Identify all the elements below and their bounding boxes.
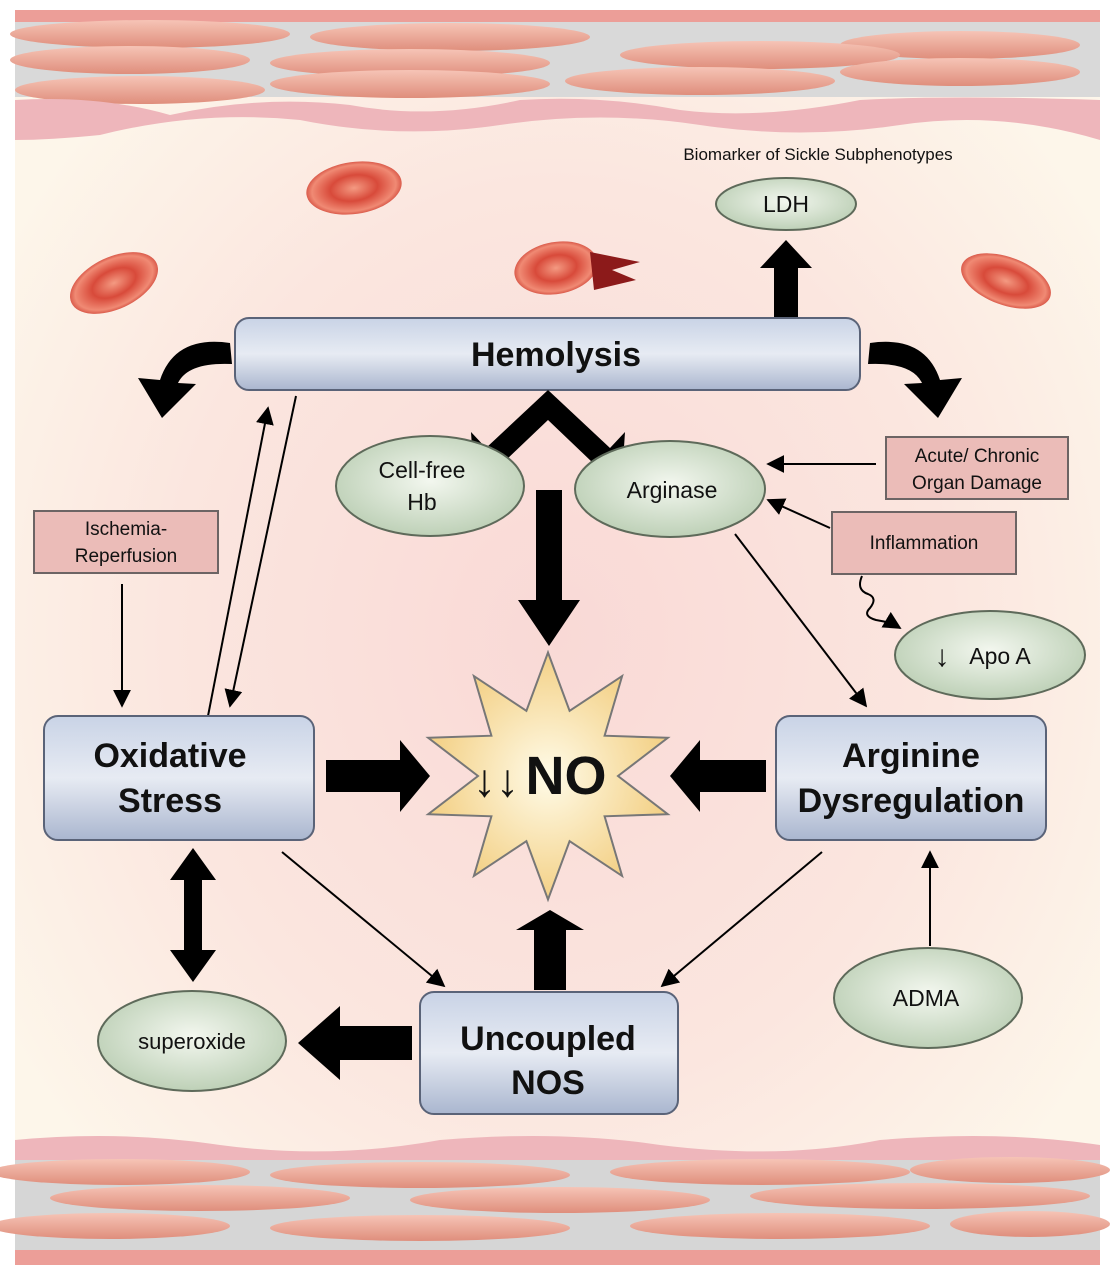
ldh-oval: LDH (715, 177, 857, 231)
arginase-label: Arginase (627, 477, 718, 503)
red-blood-cells (70, 161, 1051, 314)
arrow-hemolysis-split (471, 390, 625, 478)
hemolysis-box: Hemolysis (234, 317, 861, 391)
ldh-label: LDH (763, 191, 809, 217)
apo-a-oval: ↓ Apo A (894, 610, 1086, 700)
oxidative-label-2: Stress (118, 782, 222, 820)
arrow-arginase-to-arginine (734, 533, 868, 708)
inflammation-box: Inflammation (831, 511, 1017, 575)
arrow-nos-to-no (516, 910, 584, 990)
superoxide-oval: superoxide (97, 990, 287, 1092)
organ-damage-label-1: Acute/ Chronic (915, 446, 1040, 467)
arginase-oval: Arginase (574, 440, 766, 538)
cell-free-hb-oval: Cell-free Hb (335, 435, 525, 537)
no-down-arrows: ↓↓ (473, 754, 519, 806)
organ-damage-box: Acute/ Chronic Organ Damage (885, 436, 1069, 500)
curved-arrow-left (138, 341, 232, 418)
double-arrow-oxidative-superoxide (170, 848, 216, 982)
apo-a-label: Apo A (969, 643, 1031, 669)
uncoupled-nos-label-1: Uncoupled (460, 1020, 636, 1058)
arginine-label-1: Arginine (842, 737, 980, 775)
oxidative-stress-box: Oxidative Stress (43, 715, 315, 841)
arrow-arginine-to-nos (660, 851, 823, 988)
biomarker-note: Biomarker of Sickle Subphenotypes (683, 145, 952, 164)
uncoupled-nos-label-2: NOS (511, 1064, 585, 1102)
sickle-rbc (514, 241, 640, 295)
oxidative-label-1: Oxidative (93, 737, 246, 775)
arrow-inflammation-to-arginase (766, 498, 831, 529)
arrow-oxidative-to-nos (281, 851, 446, 988)
starburst-shape (425, 649, 671, 903)
wavy-arrow-inflammation-to-apoa (859, 575, 902, 629)
no-starburst: ↓↓ NO (425, 649, 671, 903)
curved-arrow-right (868, 341, 962, 418)
ischemia-reperfusion-box: Ischemia- Reperfusion (33, 510, 219, 574)
arginine-dysregulation-box: Arginine Dysregulation (775, 715, 1047, 841)
cell-free-hb-label-2: Hb (407, 489, 436, 515)
arrow-oxidative-to-no (326, 740, 430, 812)
cell-free-hb-label-1: Cell-free (379, 457, 466, 483)
rbc (961, 253, 1051, 309)
arrow-oxidative-to-hemolysis (207, 406, 274, 717)
organ-damage-label-2: Organ Damage (912, 473, 1042, 494)
no-label: NO (526, 746, 607, 806)
ischemia-label-2: Reperfusion (75, 546, 177, 567)
adma-label: ADMA (893, 985, 960, 1011)
arrow-arginine-to-no (670, 740, 766, 812)
rbc (306, 161, 402, 215)
arrow-hemolysis-to-oxidative (224, 395, 297, 708)
superoxide-label: superoxide (138, 1029, 246, 1054)
vessel-wall-bottom (0, 1136, 1110, 1265)
arrow-to-no-top (518, 490, 580, 646)
rbc (70, 252, 158, 314)
uncoupled-nos-box: Uncoupled NOS (419, 991, 679, 1115)
hemolysis-label: Hemolysis (471, 336, 641, 374)
arginine-label-2: Dysregulation (798, 782, 1025, 820)
apo-a-down-arrow: ↓ (935, 640, 950, 673)
ischemia-label-1: Ischemia- (85, 519, 167, 540)
arrow-nos-to-superoxide (298, 1006, 412, 1080)
vessel-wall-top (10, 10, 1100, 140)
arrow-hemolysis-to-ldh (760, 240, 812, 318)
adma-oval: ADMA (833, 947, 1023, 1049)
inflammation-label: Inflammation (870, 533, 979, 554)
